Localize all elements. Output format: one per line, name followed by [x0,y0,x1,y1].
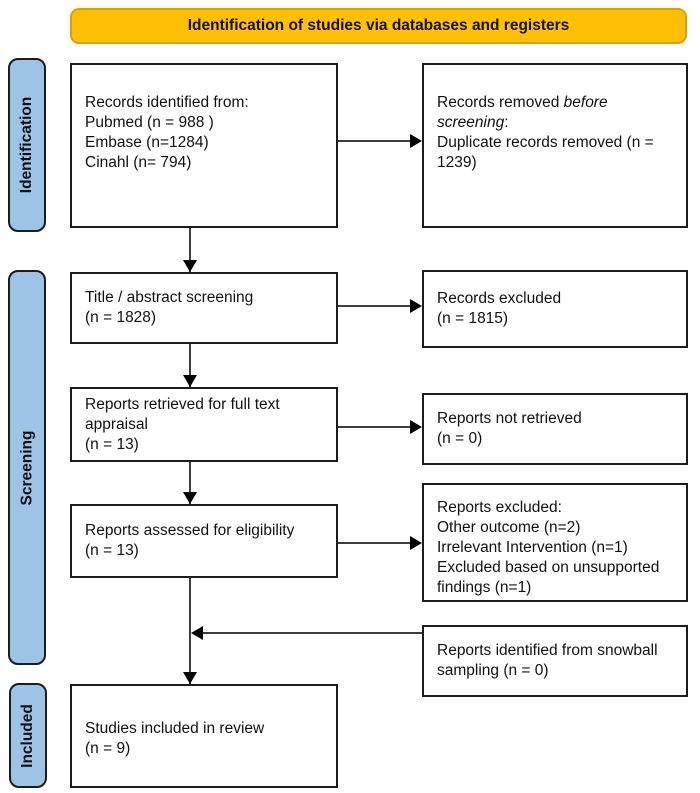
connector-line-screening-to-retrieved [189,344,191,387]
arrow-down-icon [183,672,197,684]
box-reports-not-retrieved: Reports not retrieved (n = 0) [422,393,688,465]
arrow-down-icon [183,260,197,272]
stage-identification: Identification [8,58,46,232]
source-cinahl: Cinahl (n= 794) [85,154,192,171]
arrow-down-icon [183,375,197,387]
connector-line-identified-to-removed [338,140,412,142]
box-reports-not-retrieved-count: (n = 0) [437,430,483,447]
box-reports-retrieved-count: (n = 13) [85,435,139,453]
connector-line-retrieved-to-assessed [189,462,191,504]
arrow-down-icon [183,492,197,504]
connector-line-identified-to-screening [189,228,191,272]
stage-identification-label: Identification [18,96,36,194]
arrow-right-icon [410,299,422,313]
connector-line-screening-to-excluded [338,305,412,307]
box-reports-assessed: Reports assessed for eligibility (n = 13… [70,504,338,578]
box-snowball-sampling: Reports identified from snowball samplin… [422,625,688,697]
box-title-abstract-screening: Title / abstract screening (n = 1828) [70,272,338,344]
exclusion-unsupported-findings: Excluded based on unsupported findings (… [437,559,660,596]
stage-screening: Screening [8,270,46,665]
arrow-left-icon [191,626,203,640]
arrow-right-icon [410,420,422,434]
stage-included: Included [9,683,47,788]
box-studies-included-count: (n = 9) [85,740,131,757]
box-reports-not-retrieved-line1: Reports not retrieved [437,410,582,427]
exclusion-other-outcome: Other outcome (n=2) [437,519,581,536]
box-reports-retrieved-line1: Reports retrieved for full text appraisa… [85,395,280,433]
banner-label: Identification of studies via databases … [187,17,570,34]
stage-included-label: Included [19,703,37,768]
arrow-right-icon [410,536,422,550]
source-embase: Embase (n=1284) [85,134,209,151]
box-studies-included: Studies included in review (n = 9) [70,684,338,788]
stage-screening-label: Screening [18,430,36,505]
box-records-excluded-line1: Records excluded [437,290,562,307]
box-reports-assessed-line1: Reports assessed for eligibility [85,522,295,539]
box-records-removed-title: Records removed before screening: [437,93,643,133]
arrow-right-icon [410,134,422,148]
box-records-excluded: Records excluded (n = 1815) [422,270,688,348]
connector-line-retrieved-to-not-retrieved [338,426,412,428]
source-pubmed: Pubmed (n = 988 ) [85,114,214,131]
records-removed-suffix: : [504,114,509,131]
connector-line-snowball-to-flow [202,632,422,634]
box-title-abstract-line1: Title / abstract screening [85,289,254,306]
box-studies-included-line1: Studies included in review [85,720,265,737]
box-reports-excluded: Reports excluded: Other outcome (n=2) Ir… [422,483,688,602]
duplicate-records-removed: Duplicate records removed (n = 1239) [437,134,654,171]
exclusion-irrelevant-intervention: Irrelevant Intervention (n=1) [437,539,628,556]
box-reports-excluded-title: Reports excluded: [437,499,562,516]
box-records-removed: Records removed before screening: Duplic… [422,63,688,228]
box-records-identified: Records identified from: Pubmed (n = 988… [70,63,338,228]
connector-line-assessed-to-excluded [338,542,412,544]
box-reports-assessed-count: (n = 13) [85,542,139,559]
box-reports-retrieved: Reports retrieved for full text appraisa… [70,387,338,462]
box-records-identified-title: Records identified from: [85,94,249,111]
connector-line-assessed-to-included [189,578,191,684]
box-title-abstract-count: (n = 1828) [85,309,157,326]
banner-databases-registers: Identification of studies via databases … [70,8,687,44]
box-records-excluded-count: (n = 1815) [437,310,509,327]
records-removed-italic: before screening [437,94,608,131]
records-removed-prefix: Records removed [437,94,564,111]
box-snowball-sampling-line1: Reports identified from snowball samplin… [437,642,658,679]
